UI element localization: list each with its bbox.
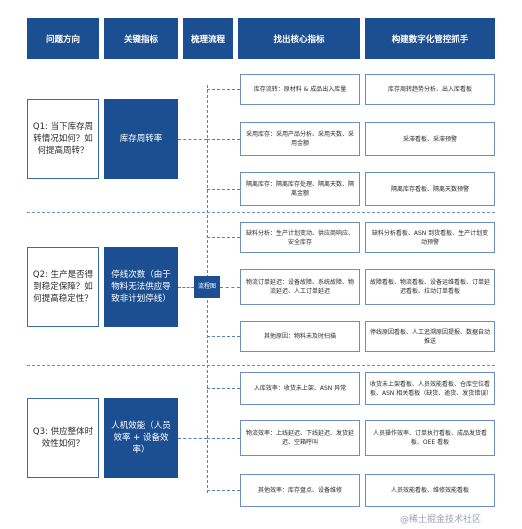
connector-metric-1 — [178, 139, 207, 140]
branch-8 — [207, 438, 240, 439]
tool-inventory-trend: 库存周转趋势分析、出入库看板 — [365, 74, 495, 105]
branch-1 — [207, 89, 240, 90]
core-inbound-efficiency: 入库效率：收货未上架、ASN 异常 — [240, 372, 360, 405]
branch-9 — [207, 490, 240, 491]
tool-line-stop-board: 停线原因看板、人工追溯原因提报、数据自动推送 — [365, 321, 495, 352]
watermark: @稀土掘金技术社区 — [400, 515, 482, 525]
tool-staff-efficiency-board: 人员效能看板、维修效能看板 — [365, 474, 495, 507]
core-quarantine-inventory: 隔离库存：隔离库存处理、隔离天数、隔离金额 — [240, 172, 360, 206]
core-inventory-flow: 库存流转：原材料 & 成品出入库量 — [240, 74, 360, 105]
metric-inventory-turnover: 库存周转率 — [104, 99, 178, 179]
tool-quarantine-board: 隔离库存看板、隔离天数预警 — [365, 172, 495, 206]
metric-human-machine-efficiency: 人机效能（人员效率 + 设备效率） — [104, 398, 178, 478]
core-stale-inventory: 采用库存：采用产品分析、采用天数、采用金额 — [240, 122, 360, 156]
header-core-metric: 找出核心指标 — [238, 18, 360, 59]
section-separator-2 — [27, 365, 495, 366]
connector-metric-3 — [178, 438, 207, 439]
core-other-reasons: 其他原因：物料未及时扫描 — [240, 321, 360, 352]
core-other-efficiency: 其他效率：库存盘点、设备维修 — [240, 474, 360, 507]
tool-receiving-board: 收货未上架看板、人员效能看板、仓库空位看板、ASN 相关看板（缺货、逾货、发货错… — [365, 372, 495, 405]
branch-5 — [220, 287, 240, 288]
core-logistics-efficiency: 物流效率：上线延迟、下线延迟、发货延迟、空箱呼叫 — [240, 420, 360, 456]
core-logistics-order-delay: 物流订单延迟：设备故障、系统故障、物流延迟、人工订单延迟 — [240, 269, 360, 305]
branch-3 — [207, 189, 240, 190]
branch-2 — [207, 139, 240, 140]
process-node: 流程图 — [194, 276, 220, 298]
branch-7 — [207, 388, 240, 389]
tool-operation-efficiency: 人员操作效率、订单执行看板、成品发货看板、OEE 看板 — [365, 420, 495, 456]
question-q3: Q3: 供应整体时效性如何？ — [27, 398, 99, 478]
tool-stale-board: 采滞看板、采滞预警 — [365, 122, 495, 156]
header-process: 梳理流程 — [183, 18, 233, 59]
connector-metric-2 — [178, 287, 194, 288]
question-q1: Q1: 当下库存周转情况如何？如何提高周转？ — [27, 99, 99, 179]
branch-4 — [207, 237, 240, 238]
branch-6 — [207, 336, 240, 337]
header-key-metric: 关键指标 — [104, 18, 178, 59]
tool-fault-board: 故障看板、物流看板、设备运维看板、订单延迟看板、拉动订单看板 — [365, 269, 495, 305]
question-q2: Q2: 生产是否得到稳定保障？如何提高稳定性？ — [27, 247, 99, 327]
header-digital-tools: 构建数字化管控抓手 — [365, 18, 495, 59]
core-shortage-analysis: 缺料分析：生产计划变动、供应商响应、安全库存 — [240, 222, 360, 253]
section-separator-1 — [27, 212, 495, 213]
header-problem-direction: 问题方向 — [27, 18, 99, 59]
tool-shortage-board: 缺料分析看板、ASN 到货看板、生产计划变动预警 — [365, 222, 495, 253]
metric-line-stops: 停线次数（由于物料无法供应导致非计划停线） — [104, 247, 178, 327]
